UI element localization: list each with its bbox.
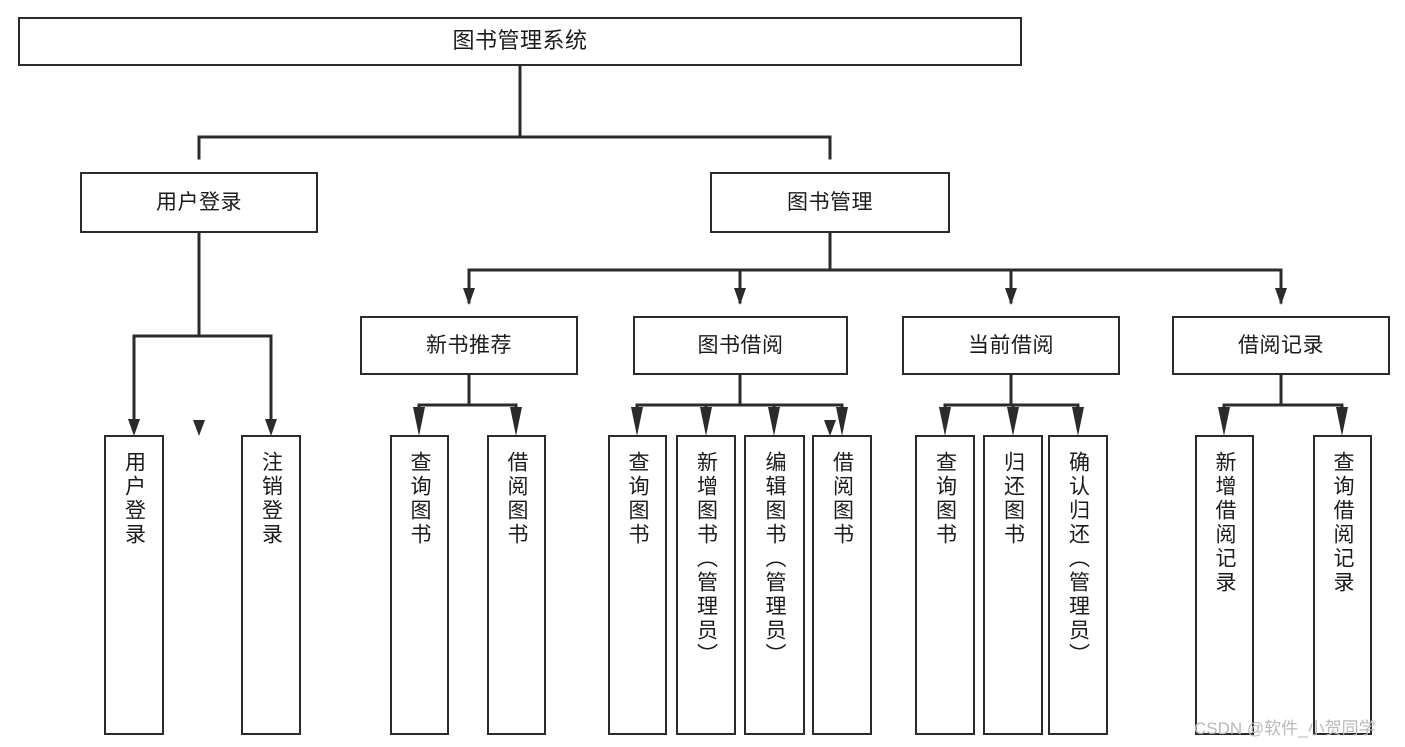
arrowhead-leaf-confirm-return	[1072, 407, 1084, 436]
edge-group-new-book-rec	[417, 373, 518, 423]
arrowhead-borrow-record	[1275, 288, 1287, 305]
edge-group-borrow-record	[1222, 373, 1344, 423]
arrowhead-new-book-rec	[463, 288, 475, 305]
node-leaf-add-book[interactable]: 新增图书（管理员）	[676, 435, 736, 735]
edge-group-book-manage	[467, 231, 1283, 304]
node-leaf-edit-book-label: 编辑图书（管理员）	[763, 451, 786, 667]
node-user-login[interactable]: 用户登录	[80, 172, 318, 233]
node-current-borrow[interactable]: 当前借阅	[902, 316, 1120, 375]
edge-group-root	[197, 64, 832, 160]
edge-group-user-login	[132, 231, 273, 423]
node-leaf-confirm-return[interactable]: 确认归还（管理员）	[1048, 435, 1108, 735]
node-leaf-edit-book[interactable]: 编辑图书（管理员）	[744, 435, 805, 735]
node-leaf-query-book-2[interactable]: 查询图书	[608, 435, 667, 735]
node-leaf-query-book-3[interactable]: 查询图书	[915, 435, 975, 735]
arrowhead-leaf-add-book	[700, 407, 712, 436]
arrowhead-leaf-add-record	[1218, 407, 1230, 436]
arrowhead-leaf-borrow-book-1	[510, 407, 522, 436]
node-leaf-return-book-label: 归还图书	[1001, 451, 1025, 547]
arrowhead-leaf-user-login	[128, 419, 140, 436]
node-leaf-query-book-1-label: 查询图书	[408, 451, 431, 547]
node-book-borrow[interactable]: 图书借阅	[633, 316, 848, 375]
node-book-manage[interactable]: 图书管理	[710, 172, 950, 233]
arrowhead-leaf-query-book-3	[939, 407, 951, 436]
node-leaf-add-record-label: 新增借阅记录	[1213, 451, 1236, 595]
node-leaf-query-book-1[interactable]: 查询图书	[390, 435, 449, 735]
arrowhead-leaf-query-book-2	[631, 407, 643, 436]
arrowhead-current-borrow	[1005, 288, 1017, 305]
node-root-label: 图书管理系统	[452, 28, 588, 54]
node-leaf-user-login-label: 用户登录	[122, 451, 146, 547]
node-leaf-query-book-2-label: 查询图书	[626, 451, 649, 547]
arrowhead-leaf-borrow-book-2	[836, 407, 848, 436]
arrowhead-leaf-return-book	[1007, 407, 1019, 436]
node-leaf-add-record[interactable]: 新增借阅记录	[1195, 435, 1254, 735]
node-leaf-query-record-label: 查询借阅记录	[1331, 451, 1354, 595]
edge-group-book-borrow	[635, 373, 844, 423]
arrowhead-book-manage	[824, 420, 836, 436]
arrowhead-leaf-query-book-1	[413, 407, 425, 436]
arrowhead-group	[128, 288, 1348, 436]
arrowhead-book-borrow	[734, 288, 746, 305]
node-current-borrow-label: 当前借阅	[968, 333, 1054, 357]
node-book-manage-label: 图书管理	[787, 190, 873, 214]
node-leaf-user-login[interactable]: 用户登录	[104, 435, 164, 735]
node-leaf-query-record[interactable]: 查询借阅记录	[1313, 435, 1372, 735]
node-leaf-borrow-book-2[interactable]: 借阅图书	[812, 435, 872, 735]
node-leaf-borrow-book-1-label: 借阅图书	[505, 451, 528, 547]
node-new-book-rec-label: 新书推荐	[426, 333, 512, 357]
node-new-book-rec[interactable]: 新书推荐	[360, 316, 578, 375]
node-root[interactable]: 图书管理系统	[18, 17, 1022, 66]
arrowhead-user-login	[193, 420, 205, 436]
node-leaf-add-book-label: 新增图书（管理员）	[694, 451, 718, 667]
node-leaf-confirm-return-label: 确认归还（管理员）	[1066, 451, 1090, 667]
node-leaf-borrow-book-2-label: 借阅图书	[830, 451, 854, 547]
arrowhead-leaf-edit-book	[768, 407, 780, 436]
node-user-login-label: 用户登录	[156, 190, 242, 214]
node-leaf-user-logout-label: 注销登录	[259, 451, 283, 547]
node-leaf-query-book-3-label: 查询图书	[933, 451, 957, 547]
node-leaf-user-logout[interactable]: 注销登录	[241, 435, 301, 735]
node-book-borrow-label: 图书借阅	[697, 333, 784, 357]
node-borrow-record[interactable]: 借阅记录	[1172, 316, 1390, 375]
node-borrow-record-label: 借阅记录	[1238, 333, 1324, 357]
arrowhead-leaf-query-record	[1336, 407, 1348, 436]
node-leaf-return-book[interactable]: 归还图书	[983, 435, 1043, 735]
arrowhead-leaf-user-logout	[265, 419, 277, 436]
node-leaf-borrow-book-1[interactable]: 借阅图书	[487, 435, 546, 735]
